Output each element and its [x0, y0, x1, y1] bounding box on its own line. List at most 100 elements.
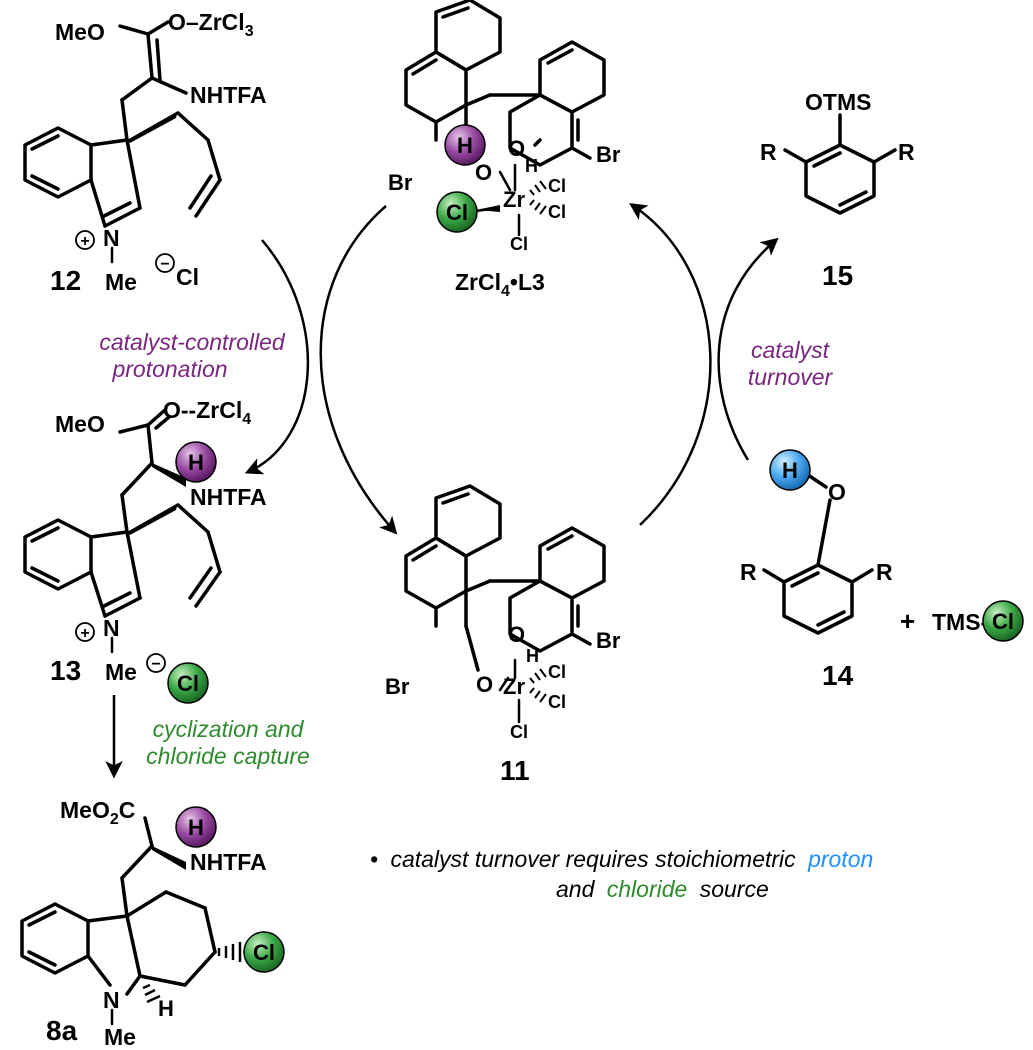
svg-text:ZrCl4•L3: ZrCl4•L3: [455, 269, 545, 300]
svg-text:O–ZrCl3: O–ZrCl3: [168, 9, 254, 40]
zrl3-br-right: Br: [596, 142, 621, 167]
c11-cl-3: Cl: [510, 722, 528, 742]
c8a-ester-b: C: [119, 797, 136, 823]
c14-tms: TMS-: [932, 609, 988, 635]
svg-text:• catalyst turnover requ: • catalyst turnover requires stoichiomet…: [370, 846, 873, 872]
c15-otms: OTMS: [805, 89, 871, 115]
zrl3-label-b: •L3: [510, 269, 545, 295]
compound-12: MeO O–ZrCl3 NHTFA N + Me − Cl 12: [23, 9, 267, 296]
compound-8a: MeO2C H NHTFA Cl N Me H 8a: [20, 797, 285, 1050]
zrcl4-l3-complex: Br Br H O O H Zr Cl Cl Cl Cl ZrCl4•L3: [388, 0, 621, 300]
c14-oxygen: O: [828, 479, 846, 505]
c13-ozr: O--ZrCl: [163, 397, 242, 423]
c13-nitrogen: N: [103, 615, 120, 641]
c11-cl-1: Cl: [548, 662, 566, 682]
cyclization-label: cyclization and chloride capture: [146, 716, 310, 769]
protonation-arrow: [244, 239, 310, 475]
c11-br-right: Br: [596, 628, 621, 653]
turnover-arrow: [717, 237, 779, 461]
c8a-chloride-highlight: [243, 931, 285, 973]
compound-13: MeO O--ZrCl4 H NHTFA N + Me − Cl 13: [23, 397, 267, 704]
c13-proton-highlight: [175, 441, 217, 483]
c8a-nhtfa: NHTFA: [190, 849, 267, 875]
c15-r-left: R: [760, 139, 777, 165]
compound-14-label: 14: [822, 660, 854, 691]
c8a-ring-h: H: [158, 996, 174, 1021]
c11-oxygen-1: O: [508, 622, 525, 647]
zrl3-cl-2: Cl: [548, 202, 566, 222]
compound-12-label: 12: [50, 265, 81, 296]
c13-chloride-highlight: [167, 662, 209, 704]
zrl3-h-2: H: [525, 156, 538, 176]
zrl3-cl-4: Cl: [446, 200, 468, 225]
c12-chloride: Cl: [176, 264, 199, 290]
protonation-line-1: catalyst-controlled: [99, 329, 286, 355]
turnover-line-1: catalyst: [751, 337, 831, 363]
c8a-proton: H: [188, 815, 204, 840]
c14-proton-highlight: [769, 449, 811, 491]
zrl3-proton-highlight: [444, 124, 486, 166]
c12-methyl: Me: [105, 269, 137, 295]
c14-proton: H: [782, 458, 798, 483]
c12-ozr: O–ZrCl: [168, 9, 245, 35]
compound-13-label: 13: [50, 655, 81, 686]
zrl3-label-sub: 4: [501, 283, 510, 300]
c14-r-left: R: [740, 559, 757, 585]
c12-ozr-sub: 3: [245, 23, 254, 40]
zrl3-cl-1: Cl: [548, 176, 566, 196]
c11-cl-2: Cl: [548, 692, 566, 712]
c13-plus-sign: +: [80, 625, 89, 642]
c11-br-left: Br: [385, 674, 410, 699]
c11-oxygen-2: O: [476, 672, 493, 697]
zrl3-proton: H: [457, 133, 473, 158]
c12-minus-sign: −: [160, 256, 169, 273]
c13-plus-charge: [75, 622, 95, 642]
c13-ozr-sub: 4: [242, 411, 251, 428]
svg-text:O--ZrCl4: O--ZrCl4: [163, 397, 251, 428]
c13-proton: H: [188, 450, 204, 475]
c8a-chloride: Cl: [253, 940, 275, 965]
c12-minus-charge: [155, 253, 175, 273]
c12-plus-charge: [75, 230, 95, 250]
zrl3-br-left: Br: [388, 170, 413, 195]
zrl3-zr: Zr: [503, 187, 525, 212]
compound-11-label: 11: [500, 755, 530, 786]
c14-chloride: Cl: [992, 609, 1014, 634]
note-part-1: catalyst turnover requires stoichiometri…: [390, 846, 796, 872]
c14-chloride-highlight: [982, 600, 1024, 642]
protonation-label: catalyst-controlled protonation: [99, 329, 286, 382]
c12-nitrogen: N: [103, 225, 120, 251]
zrl3-cl-3: Cl: [510, 234, 528, 254]
note-chloride: chloride: [607, 876, 688, 902]
note-part-2: and: [556, 876, 596, 902]
compound-11: Br Br O O H Zr Cl Cl Cl 11: [385, 484, 621, 786]
cycle-arrow-left: [319, 205, 398, 535]
c14-plus: +: [900, 606, 915, 636]
c12-nhtfa: NHTFA: [190, 82, 267, 108]
compound-15: OTMS R R 15: [760, 89, 915, 291]
protonation-line-2: protonation: [111, 356, 227, 382]
c14-r-right: R: [876, 559, 893, 585]
c12-plus-sign: +: [80, 233, 89, 250]
note-part-3: source: [700, 876, 769, 902]
compound-14: H O R R + TMS- Cl 14: [740, 449, 1024, 691]
compound-8a-label: 8a: [46, 1015, 78, 1046]
cyclization-line-1: cyclization and: [153, 716, 305, 742]
c15-r-right: R: [898, 139, 915, 165]
zrl3-oxygen-2: O: [475, 160, 492, 185]
c13-chloride: Cl: [177, 671, 199, 696]
note-bullet: •: [370, 846, 378, 872]
c8a-nitrogen: N: [103, 987, 120, 1013]
cycle-arrow-right: [629, 203, 712, 526]
svg-text:MeO2C: MeO2C: [60, 797, 135, 828]
compound-15-label: 15: [822, 260, 853, 291]
c8a-ester-a: MeO: [60, 797, 110, 823]
zrl3-oxygen-1: O: [508, 136, 525, 161]
svg-text:and chloride sourc: and chloride source: [556, 876, 769, 902]
c13-minus-charge: [146, 653, 166, 673]
c8a-ester-sub: 2: [110, 811, 119, 828]
c8a-hash-bond: [217, 942, 242, 962]
c13-methoxy: MeO: [55, 411, 105, 437]
c13-methyl: Me: [105, 659, 137, 685]
